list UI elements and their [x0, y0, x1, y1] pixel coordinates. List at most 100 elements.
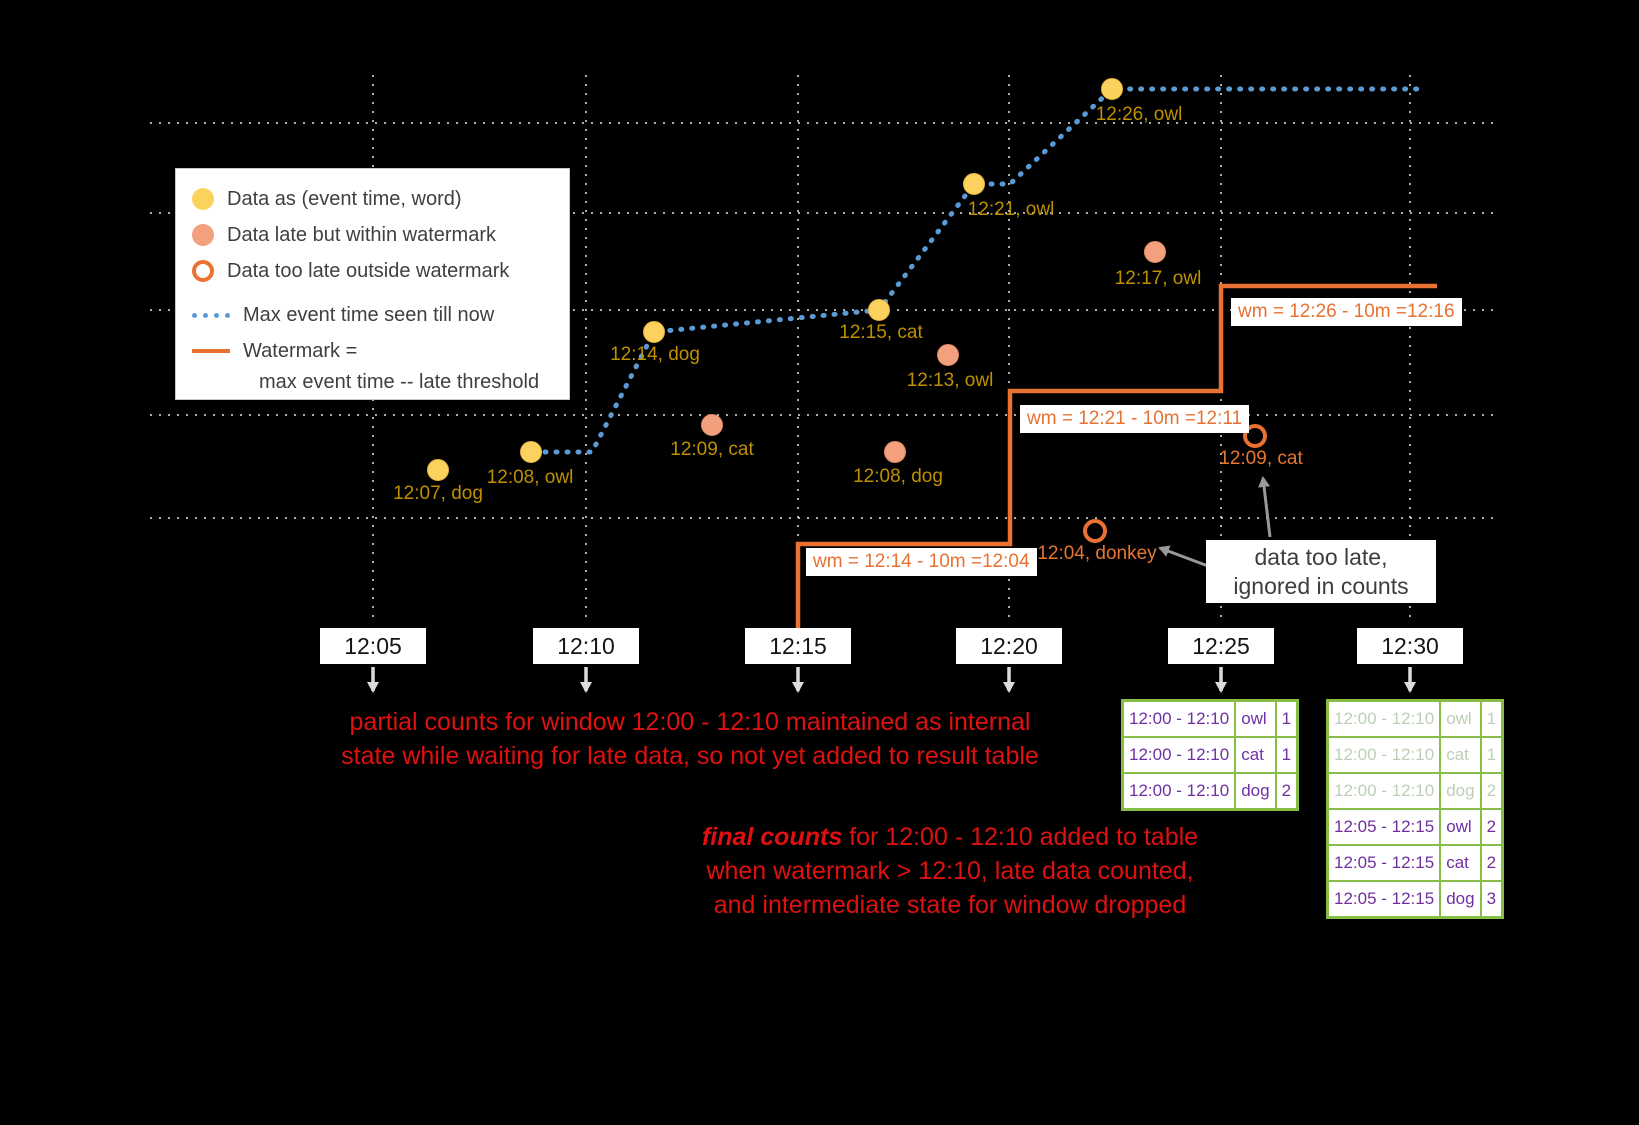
- final-counts-note: final counts for 12:00 - 12:10 added to …: [655, 820, 1245, 922]
- ontime-point: [520, 441, 542, 463]
- watermark-value-label: wm = 12:14 - 10m =12:04: [806, 548, 1037, 576]
- cell-word: owl: [1439, 699, 1482, 738]
- cell-count: 1: [1274, 736, 1299, 774]
- point-label: 12:08, owl: [486, 467, 574, 488]
- table-row: 12:05 - 12:15 dog 3: [1326, 880, 1504, 919]
- point-label: 12:09, cat: [670, 439, 754, 460]
- late-point: [701, 414, 723, 436]
- note-line: and intermediate state for window droppe…: [713, 891, 1187, 919]
- legend: Data as (event time, word) Data late but…: [175, 168, 570, 400]
- cell-word: cat: [1439, 844, 1482, 882]
- watermark-step-line: [795, 283, 1437, 649]
- point-label: 12:09, cat: [1219, 448, 1303, 469]
- late-point: [937, 344, 959, 366]
- cell-count: 2: [1479, 844, 1504, 882]
- cell-window: 12:00 - 12:10: [1326, 772, 1442, 810]
- table-row: 12:00 - 12:10 dog 2: [1121, 772, 1299, 811]
- cell-window: 12:05 - 12:15: [1326, 808, 1442, 846]
- point-label: 12:15, cat: [839, 322, 923, 343]
- cell-word: owl: [1234, 699, 1277, 738]
- watermark-value-label: wm = 12:21 - 10m =12:11: [1020, 405, 1250, 433]
- legend-item: Data late but within watermark: [192, 217, 569, 253]
- note-line-rest: for 12:00 - 12:10 added to table: [842, 823, 1199, 851]
- max-event-line-icon: [192, 312, 230, 318]
- cell-word: owl: [1439, 808, 1482, 846]
- cell-count: 3: [1479, 880, 1504, 919]
- point-label: 12:13, owl: [906, 370, 994, 391]
- ontime-point: [963, 173, 985, 195]
- ontime-point: [1101, 78, 1123, 100]
- cell-window: 12:05 - 12:15: [1326, 880, 1442, 919]
- result-table-12-30: 12:00 - 12:10 owl 1 12:00 - 12:10 cat 1 …: [1326, 699, 1505, 919]
- late-dot-icon: [192, 224, 214, 246]
- axis-tick-12-20: 12:20: [956, 628, 1062, 664]
- too-late-point: [1243, 424, 1267, 448]
- legend-item: Data too late outside watermark: [192, 253, 569, 289]
- final-counts-emphasis: final counts: [701, 823, 843, 851]
- watermark-line-icon: [192, 349, 230, 353]
- point-label: 12:07, dog: [393, 483, 483, 504]
- legend-item: Max event time seen till now: [192, 297, 569, 333]
- cell-window: 12:00 - 12:10: [1121, 772, 1237, 811]
- cell-word: cat: [1439, 736, 1482, 774]
- cell-window: 12:00 - 12:10: [1326, 699, 1442, 738]
- point-label: 12:08, dog: [853, 466, 943, 487]
- too-late-point: [1083, 519, 1107, 543]
- table-row-faded: 12:00 - 12:10 cat 1: [1326, 736, 1504, 774]
- cell-word: cat: [1234, 736, 1277, 774]
- too-late-pointer-arrows: [1158, 476, 1272, 568]
- too-late-ring-icon: [192, 260, 214, 282]
- point-label: 12:17, owl: [1114, 268, 1202, 289]
- table-row-faded: 12:00 - 12:10 owl 1: [1326, 699, 1504, 738]
- cell-window: 12:00 - 12:10: [1121, 736, 1237, 774]
- ontime-dot-icon: [192, 188, 214, 210]
- cell-count: 2: [1479, 772, 1504, 810]
- legend-item-label: Data late but within watermark: [227, 223, 497, 246]
- note-line: final counts for 12:00 - 12:10 added to …: [655, 820, 1245, 854]
- axis-tick-12-15: 12:15: [745, 628, 851, 664]
- legend-item-label: Data too late outside watermark: [227, 259, 510, 282]
- legend-item-label-continued: max event time -- late threshold: [259, 371, 540, 393]
- cell-count: 1: [1274, 699, 1299, 738]
- late-point: [884, 441, 906, 463]
- cell-count: 1: [1479, 736, 1504, 774]
- legend-item-label: Watermark =: [243, 339, 358, 362]
- result-table-12-25: 12:00 - 12:10 owl 1 12:00 - 12:10 cat 1 …: [1121, 699, 1300, 811]
- point-label: 12:04, donkey: [1037, 543, 1157, 564]
- cell-count: 1: [1479, 699, 1504, 738]
- note-line: state while waiting for late data, so no…: [341, 742, 1039, 770]
- partial-counts-note: partial counts for window 12:00 - 12:10 …: [320, 705, 1060, 773]
- axis-tick-12-25: 12:25: [1168, 628, 1274, 664]
- cell-window: 12:00 - 12:10: [1326, 736, 1442, 774]
- max-event-time-line: [531, 86, 1423, 455]
- ontime-point: [427, 459, 449, 481]
- cell-word: dog: [1439, 880, 1482, 919]
- too-late-callout: data too late, ignored in counts: [1206, 540, 1436, 603]
- cell-count: 2: [1479, 808, 1504, 846]
- legend-item: Data as (event time, word): [192, 181, 569, 217]
- table-row: 12:05 - 12:15 owl 2: [1326, 808, 1504, 846]
- callout-line: data too late,: [1254, 544, 1388, 570]
- axis-tick-12-10: 12:10: [533, 628, 639, 664]
- table-row-faded: 12:00 - 12:10 dog 2: [1326, 772, 1504, 810]
- cell-word: dog: [1234, 772, 1277, 811]
- point-label: 12:26, owl: [1095, 104, 1183, 125]
- callout-line: ignored in counts: [1233, 573, 1409, 599]
- cell-window: 12:00 - 12:10: [1121, 699, 1237, 738]
- point-label: 12:14, dog: [610, 344, 700, 365]
- axis-tick-12-05: 12:05: [320, 628, 426, 664]
- tick-down-arrows: [367, 667, 1416, 693]
- point-label: 12:21, owl: [967, 199, 1055, 220]
- legend-item-label: Data as (event time, word): [227, 187, 462, 210]
- table-row: 12:05 - 12:15 cat 2: [1326, 844, 1504, 882]
- table-row: 12:00 - 12:10 owl 1: [1121, 699, 1299, 738]
- cell-word: dog: [1439, 772, 1482, 810]
- note-line: partial counts for window 12:00 - 12:10 …: [349, 708, 1031, 736]
- late-point: [1144, 241, 1166, 263]
- ontime-point: [868, 299, 890, 321]
- cell-window: 12:05 - 12:15: [1326, 844, 1442, 882]
- axis-tick-12-30: 12:30: [1357, 628, 1463, 664]
- cell-count: 2: [1274, 772, 1299, 811]
- legend-item-label: Max event time seen till now: [243, 303, 495, 326]
